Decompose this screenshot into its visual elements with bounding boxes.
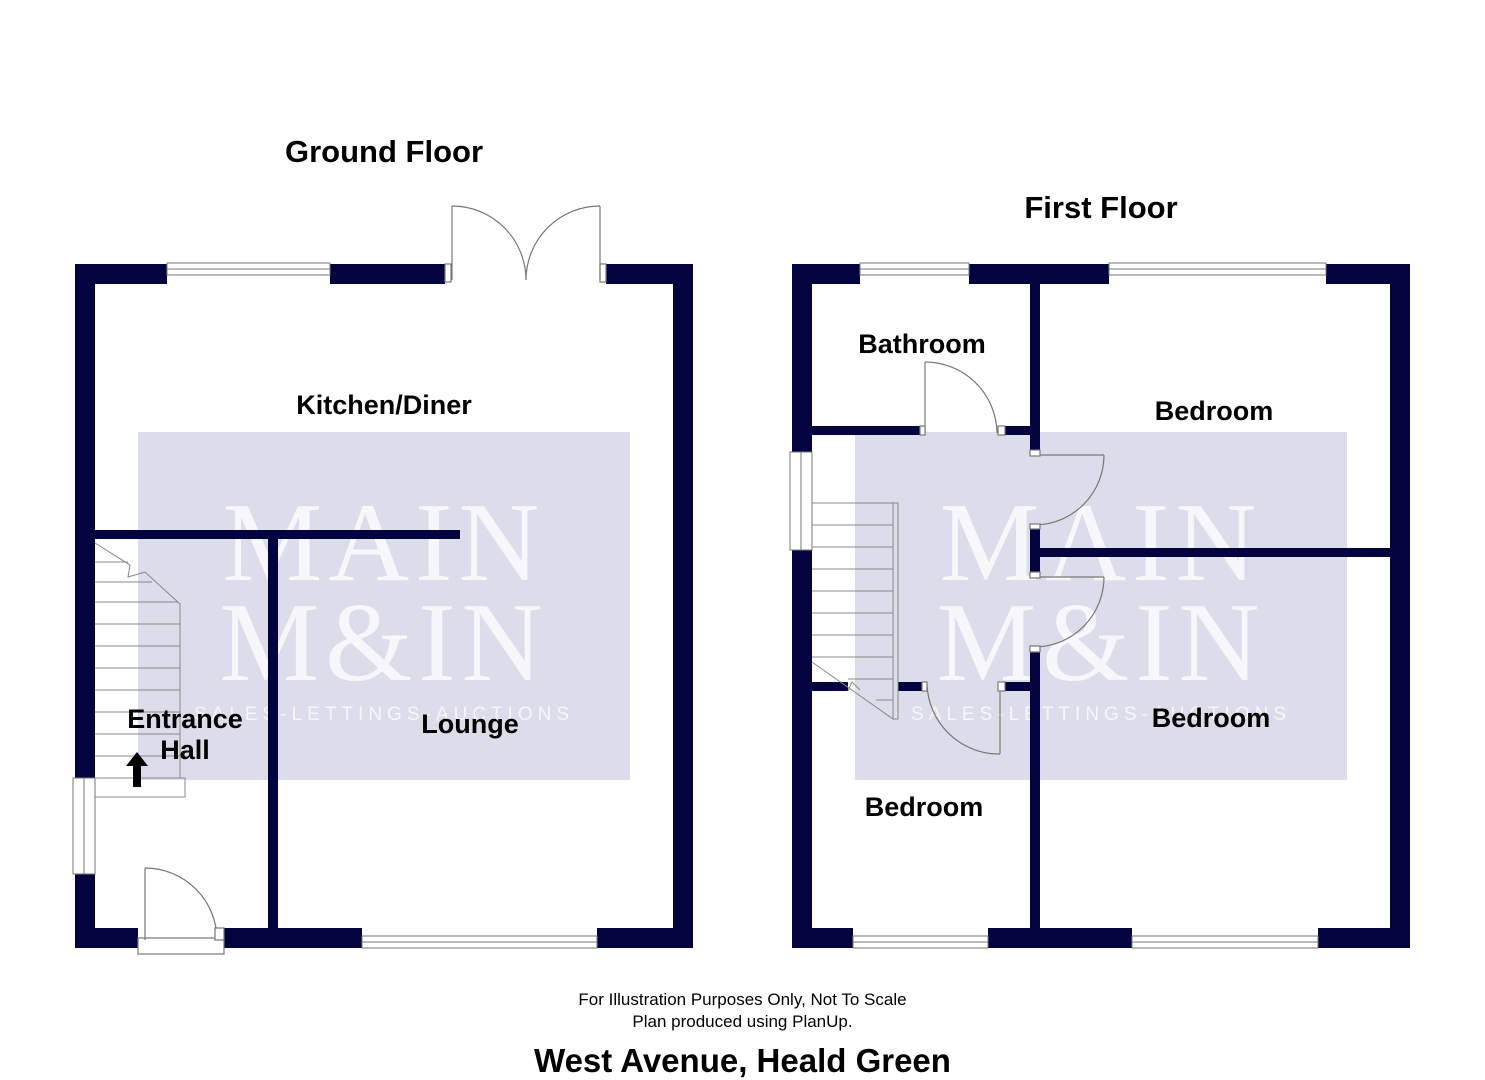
front-door [137,867,225,955]
watermark-line1: MAIN [940,481,1263,605]
ground-floor-windows [72,262,598,949]
room-label-entrance: Entrance [127,704,243,734]
watermark-line2: M&IN [937,581,1266,705]
front-bedroom-door [1029,571,1105,653]
first-floor-stairs [811,502,899,720]
watermark-panel [138,432,630,780]
property-address: West Avenue, Heald Green [534,1042,951,1079]
watermark-first-floor: MAIN M&IN SALES-LETTINGS-AUCTIONS [855,432,1347,780]
room-label-rear-bedroom: Bedroom [1155,396,1274,426]
first-floor-doors [919,361,1105,755]
first-floor-plan: First Floor Bathroom Bedroom Bedroom Bed… [789,190,1410,949]
floor-title: First Floor [1024,190,1177,225]
first-floor-windows [789,262,1327,949]
small-bedroom-door [921,681,1006,755]
room-label-bathroom: Bathroom [858,329,986,359]
watermark-ground-floor: MAIN M&IN SALES-LETTINGS-AUCTIONS [138,432,630,780]
first-floor-walls [792,264,1410,948]
floor-title: Ground Floor [285,134,483,169]
patio-double-door [444,205,607,283]
room-label-lounge: Lounge [421,709,518,739]
ground-floor-walls [75,264,693,948]
bathroom-door [919,361,1006,436]
ground-floor-plan: Ground Floor Kitchen/Diner Lounge Entran… [72,134,693,955]
room-label-kitchen-diner: Kitchen/Diner [296,390,472,420]
rear-bedroom-door [1029,449,1105,530]
disclaimer-line-1: For Illustration Purposes Only, Not To S… [578,990,907,1009]
room-label-small-bedroom: Bedroom [865,792,984,822]
watermark-panel [855,432,1347,780]
stair-up-arrow-icon [126,752,148,787]
watermark-tagline: SALES-LETTINGS-AUCTIONS [194,704,574,725]
watermark-tagline: SALES-LETTINGS-AUCTIONS [911,704,1291,725]
room-label-front-bedroom: Bedroom [1152,703,1271,733]
disclaimer-line-2: Plan produced using PlanUp. [632,1012,853,1031]
room-label-hall: Hall [160,735,210,765]
ground-floor-doors [137,205,607,955]
